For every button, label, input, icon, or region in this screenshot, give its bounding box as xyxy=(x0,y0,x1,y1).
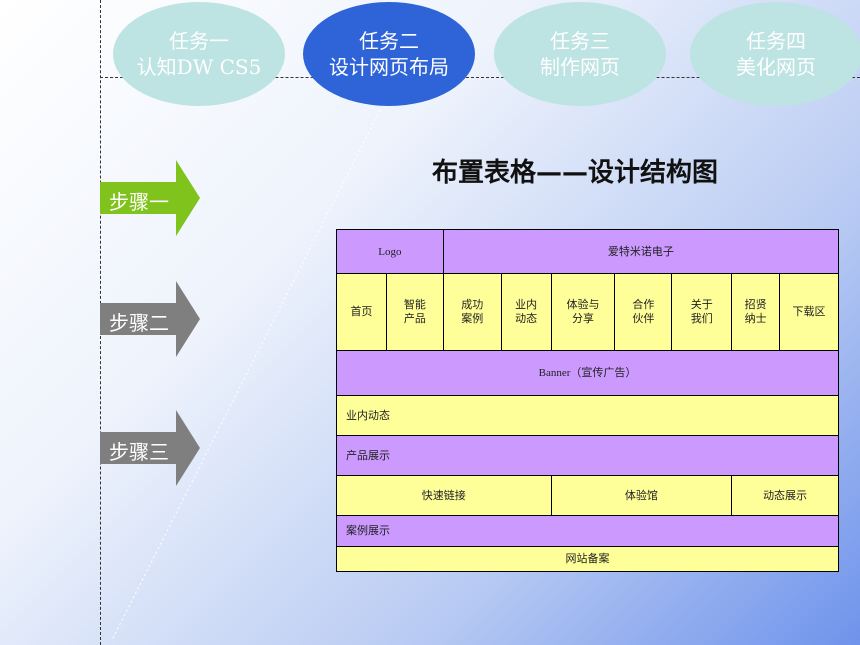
step-2-arrow-icon xyxy=(100,281,200,357)
tab-task-1-subtitle: 认知DW CS5 xyxy=(136,55,262,79)
step-1-button[interactable]: 步骤一 xyxy=(100,160,200,236)
nav-cell-about-us: 关于我们 xyxy=(671,273,733,351)
tab-task-2-subtitle: 设计网页布局 xyxy=(329,55,449,79)
tab-task-3-subtitle: 制作网页 xyxy=(540,55,620,79)
nav-cell-downloads: 下载区 xyxy=(779,273,839,351)
step-3-label: 步骤三 xyxy=(109,440,169,464)
nav-cell-industry-news: 业内动态 xyxy=(500,273,552,351)
tab-task-2[interactable]: 任务二 设计网页布局 xyxy=(303,2,475,106)
step-1-label: 步骤一 xyxy=(109,190,169,214)
step-1-arrow-icon xyxy=(100,160,200,236)
product-display-cell: 产品展示 xyxy=(336,435,839,476)
dynamic-display-cell: 动态展示 xyxy=(731,475,839,516)
case-display-cell: 案例展示 xyxy=(336,515,839,547)
nav-cell-smart-products: 智能产品 xyxy=(385,273,444,351)
step-3-arrow-icon xyxy=(100,410,200,486)
tab-task-1-title: 任务一 xyxy=(169,29,229,53)
nav-cell-home: 首页 xyxy=(336,273,387,351)
footer-record-cell: 网站备案 xyxy=(336,546,839,572)
tab-task-3[interactable]: 任务三 制作网页 xyxy=(494,2,666,106)
layout-structure-table: Logo 爱特米诺电子 首页 智能产品 成功案例 业内动态 体验与分享 合作伙伴… xyxy=(336,229,840,572)
nav-cell-success-cases: 成功案例 xyxy=(442,273,502,351)
nav-cell-recruitment: 招贤纳士 xyxy=(731,273,781,351)
tab-task-4-subtitle: 美化网页 xyxy=(736,55,816,79)
site-name-cell: 爱特米诺电子 xyxy=(442,229,840,274)
nav-cell-partners: 合作伙伴 xyxy=(614,273,673,351)
industry-news-cell: 业内动态 xyxy=(336,395,839,436)
tab-task-3-title: 任务三 xyxy=(550,29,610,53)
experience-hall-cell: 体验馆 xyxy=(550,475,733,516)
tab-task-4[interactable]: 任务四 美化网页 xyxy=(690,2,860,106)
tab-task-2-title: 任务二 xyxy=(359,29,419,53)
page-title: 布置表格——设计结构图 xyxy=(432,158,719,188)
tab-task-4-title: 任务四 xyxy=(746,29,806,53)
step-2-button[interactable]: 步骤二 xyxy=(100,281,200,357)
step-2-label: 步骤二 xyxy=(109,311,169,335)
logo-cell: Logo xyxy=(336,229,444,274)
step-3-button[interactable]: 步骤三 xyxy=(100,410,200,486)
nav-cell-experience: 体验与分享 xyxy=(550,273,616,351)
horizontal-dashed-guide xyxy=(100,77,860,78)
banner-cell: Banner（宣传广告） xyxy=(336,350,839,396)
tab-task-1[interactable]: 任务一 认知DW CS5 xyxy=(113,2,285,106)
quick-links-cell: 快速链接 xyxy=(336,475,552,516)
